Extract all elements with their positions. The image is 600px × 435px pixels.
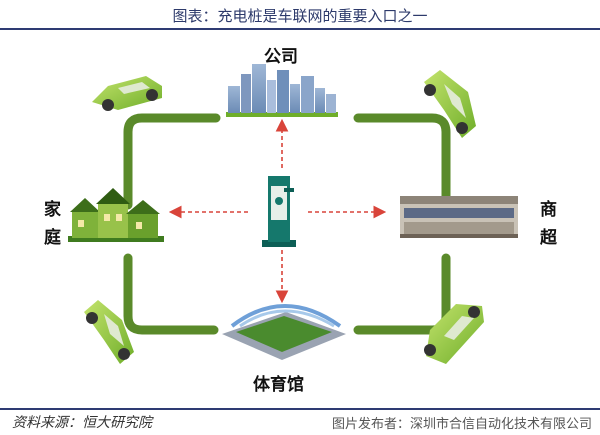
figure-title: 图表：充电桩是车联网的重要入口之一 bbox=[172, 7, 428, 25]
frame-corner-bottom-right bbox=[353, 253, 451, 335]
node-label-mall: 商 超 bbox=[540, 196, 560, 252]
node-label-mall-line1: 商 bbox=[540, 200, 557, 220]
node-label-company: 公司 bbox=[264, 47, 298, 67]
car-top-left bbox=[92, 76, 162, 111]
charging-station-illustration bbox=[262, 176, 296, 247]
node-label-stadium: 体育馆 bbox=[253, 375, 304, 395]
mall-building-illustration bbox=[400, 196, 518, 238]
top-divider bbox=[0, 28, 600, 30]
frame-corner-bottom-left bbox=[123, 253, 219, 335]
frame-corner-top-left bbox=[123, 113, 221, 210]
car-top-right bbox=[424, 70, 476, 138]
stadium-illustration bbox=[222, 304, 346, 360]
node-label-mall-line2: 超 bbox=[540, 228, 557, 248]
node-label-home: 家 庭 bbox=[44, 196, 64, 252]
node-label-home-line1: 家 bbox=[44, 200, 61, 220]
bottom-divider bbox=[0, 408, 600, 410]
home-houses-illustration bbox=[68, 188, 164, 242]
frame-corner-top-right bbox=[353, 113, 451, 201]
node-label-home-line2: 庭 bbox=[44, 228, 61, 248]
source-note: 资料来源：恒大研究院 bbox=[12, 415, 152, 431]
publisher-credit: 图片发布者：深圳市合信自动化技术有限公司 bbox=[331, 417, 592, 432]
car-bottom-left bbox=[84, 300, 134, 364]
car-bottom-right bbox=[424, 304, 484, 364]
company-buildings-illustration bbox=[226, 64, 338, 117]
